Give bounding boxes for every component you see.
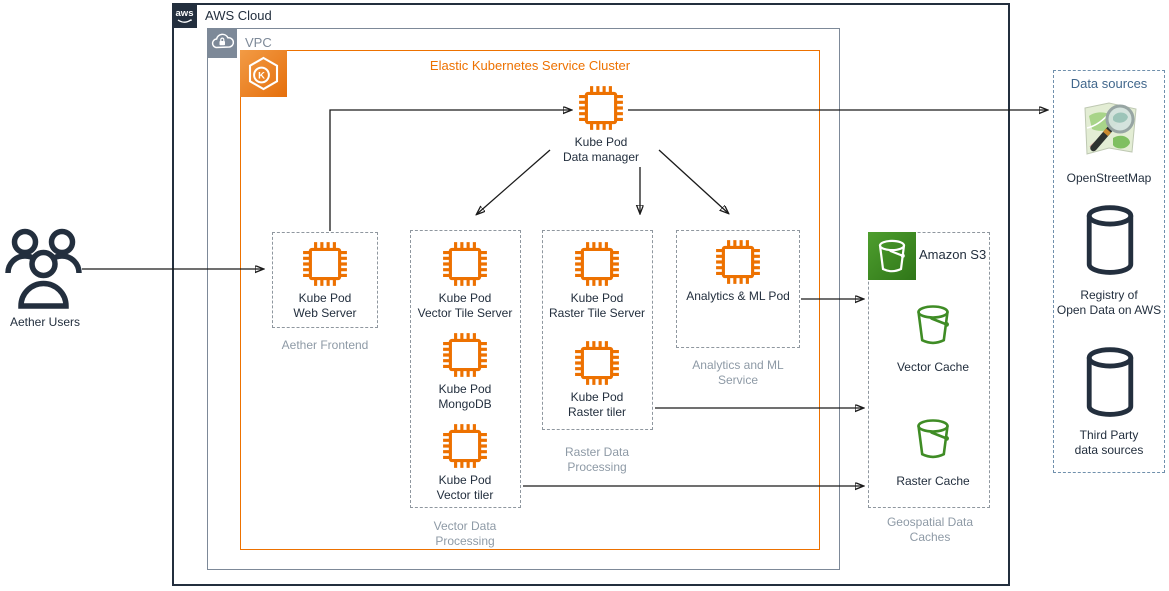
vpc-label: VPC	[245, 35, 272, 50]
users-label: Aether Users	[9, 315, 81, 329]
chip-icon	[441, 331, 489, 379]
eks-cluster-box	[240, 50, 820, 550]
registry-open-data-label: Registry of Open Data on AWS	[1056, 288, 1162, 317]
openstreetmap-label: OpenStreetMap	[1066, 171, 1152, 185]
chip-icon	[714, 238, 762, 286]
users-icon	[5, 228, 82, 309]
amazon-s3-box	[868, 232, 990, 508]
node-label: Kube Pod MongoDB	[438, 382, 492, 411]
node-kube-pod-raster-tile-server: Kube Pod Raster Tile Server	[537, 240, 657, 321]
analytics-service-caption: Analytics and ML Service	[692, 358, 784, 387]
node-kube-pod-raster-tiler: Kube Pod Raster tiler	[537, 339, 657, 420]
node-kube-pod-web-server: Kube Pod Web Server	[265, 240, 385, 321]
vector-processing-caption: Vector Data Processing	[433, 519, 497, 548]
aether-frontend-box	[272, 232, 378, 328]
chip-icon	[441, 240, 489, 288]
chip-icon	[301, 240, 349, 288]
data-sources-box	[1053, 70, 1165, 473]
aws-cloud-box	[172, 3, 1010, 586]
node-label: Kube Pod Raster tiler	[567, 390, 626, 419]
openstreetmap-magnifier-icon	[1084, 102, 1137, 155]
amazon-s3-label: Amazon S3	[919, 247, 987, 262]
node-label: Analytics & ML Pod	[686, 289, 790, 303]
aws-cloud-label: AWS Cloud	[205, 8, 272, 23]
node-label: Kube Pod Web Server	[293, 291, 357, 320]
database-cylinder-icon	[1081, 203, 1139, 279]
raster-cache-label: Raster Cache	[896, 474, 970, 488]
raster-processing-caption: Raster Data Processing	[564, 445, 630, 474]
chip-icon	[573, 240, 621, 288]
node-kube-pod-mongodb: Kube Pod MongoDB	[405, 331, 525, 412]
node-label: Kube Pod Vector Tile Server	[417, 291, 513, 320]
node-label: Kube Pod Raster Tile Server	[548, 291, 646, 320]
analytics-service-box	[676, 230, 800, 348]
s3-bucket-icon	[868, 232, 916, 280]
node-kube-pod-vector-tiler: Kube Pod Vector tiler	[405, 422, 525, 503]
aws-logo-icon: aws	[172, 3, 197, 28]
svg-text:K: K	[258, 70, 265, 81]
node-label: Kube Pod Data manager	[562, 135, 640, 164]
database-cylinder-icon	[1081, 345, 1139, 421]
bucket-icon	[909, 303, 957, 347]
chip-icon	[441, 422, 489, 470]
data-sources-title: Data sources	[1070, 76, 1148, 91]
eks-cluster-title: Elastic Kubernetes Service Cluster	[429, 58, 631, 73]
chip-icon	[577, 84, 625, 132]
node-kube-pod-data-manager: Kube Pod Data manager	[541, 84, 661, 165]
aether-frontend-caption: Aether Frontend	[281, 338, 369, 352]
third-party-sources-label: Third Party data sources	[1074, 428, 1144, 457]
node-label: Kube Pod Vector tiler	[436, 473, 494, 502]
geospatial-caches-caption: Geospatial Data Caches	[886, 515, 974, 544]
chip-icon	[573, 339, 621, 387]
vector-cache-label: Vector Cache	[896, 360, 970, 374]
cloud-lock-icon	[207, 28, 237, 58]
node-kube-pod-vector-tile-server: Kube Pod Vector Tile Server	[405, 240, 525, 321]
raster-processing-box	[542, 230, 653, 430]
svg-text:aws: aws	[176, 8, 194, 19]
bucket-icon	[909, 417, 957, 461]
node-analytics-ml-pod: Analytics & ML Pod	[678, 238, 798, 304]
kubernetes-hexagon-icon: K	[240, 50, 287, 97]
